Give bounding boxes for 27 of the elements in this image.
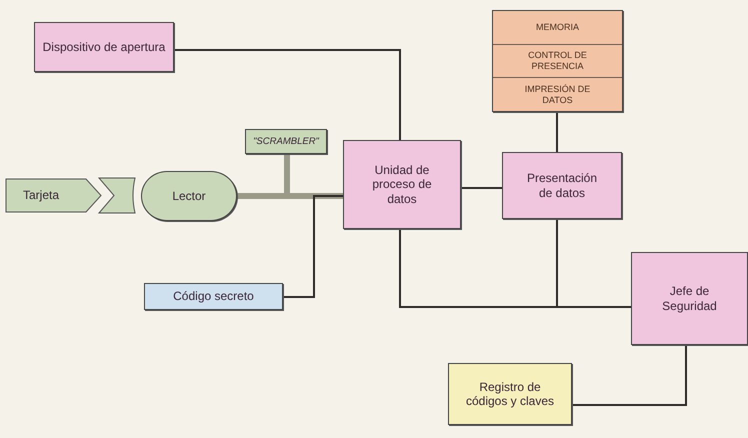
node-label: Presentación de datos xyxy=(526,171,598,200)
node-label: Dispositivo de apertura xyxy=(42,40,166,54)
module-stack-box xyxy=(492,10,623,112)
data-display-box xyxy=(502,152,622,219)
connector-line xyxy=(556,219,631,308)
registry-box xyxy=(448,363,572,425)
connector-line xyxy=(461,187,502,189)
scrambler-box xyxy=(245,129,327,154)
reader-shape xyxy=(141,171,237,221)
node-label: Tarjeta xyxy=(22,188,60,203)
connector-line xyxy=(174,49,401,140)
node-label: CONTROL DE PRESENCIA xyxy=(493,44,622,78)
device-box xyxy=(34,22,174,72)
security-chief-box xyxy=(631,252,748,345)
connector-line xyxy=(283,195,343,298)
node-label: Código secreto xyxy=(172,289,255,304)
node-label: Registro de códigos y claves xyxy=(464,380,556,408)
code-box xyxy=(144,283,283,310)
node-label: Lector xyxy=(171,188,207,204)
node-label: Jefe de Seguridad xyxy=(661,284,718,313)
processing-unit-box xyxy=(343,140,461,229)
connector-line xyxy=(572,345,687,406)
node-label: MEMORIA xyxy=(534,20,580,34)
node-label: "SCRAMBLER" xyxy=(252,136,320,148)
node-label: IMPRESIÓN DE DATOS xyxy=(493,77,622,112)
connector-line xyxy=(556,112,558,152)
node-label: Unidad de proceso de datos xyxy=(371,162,433,206)
